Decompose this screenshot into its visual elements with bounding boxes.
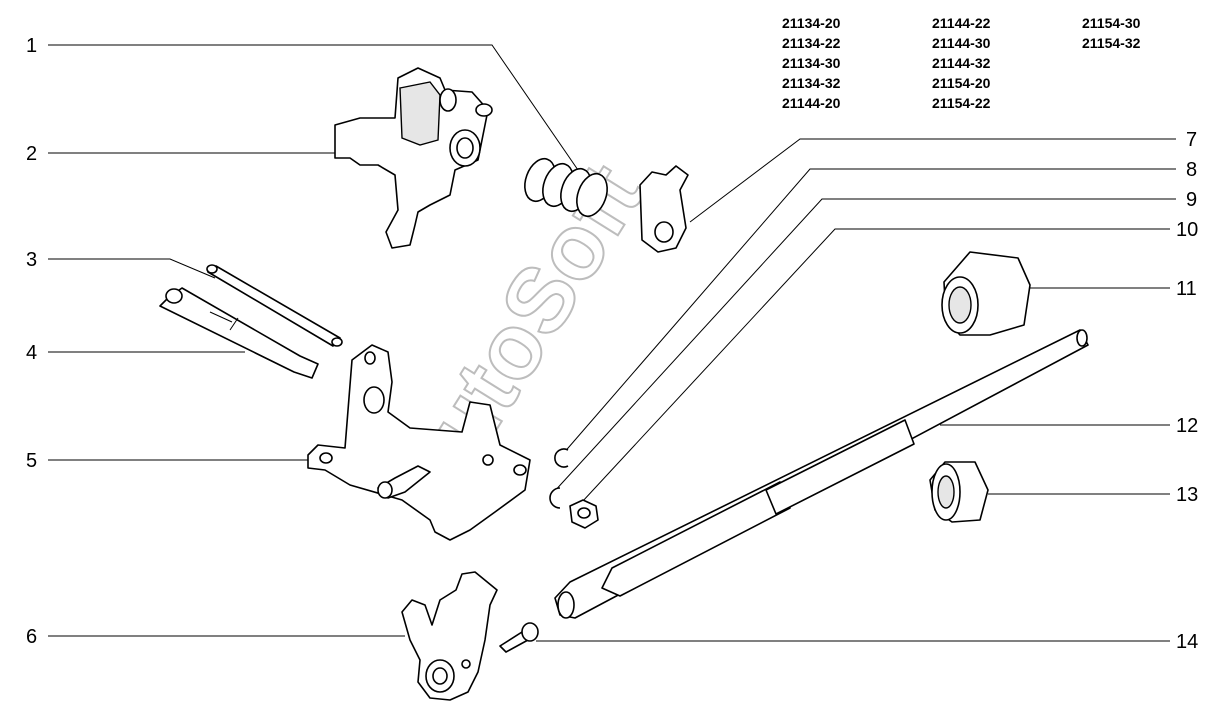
part-long-pin — [206, 264, 343, 347]
part-threaded-pin — [159, 287, 319, 379]
part-screw — [499, 622, 539, 653]
callout-1: 1 — [26, 35, 37, 57]
model-code: 21144-30 — [932, 35, 991, 51]
part-spring — [524, 157, 608, 218]
model-code-col-1: 21134-20 21134-22 21134-30 21134-32 2114… — [782, 15, 841, 111]
model-code: 21134-20 — [782, 15, 841, 31]
model-code-table: 21134-20 21134-22 21134-30 21134-32 2114… — [782, 15, 1141, 111]
model-code: 21154-30 — [1082, 15, 1141, 31]
callout-9: 9 — [1186, 189, 1197, 211]
model-code: 21144-32 — [932, 55, 991, 71]
model-code: 21154-22 — [932, 95, 991, 111]
model-code: 21134-22 — [782, 35, 841, 51]
part-selector-lever — [401, 571, 498, 701]
callout-7: 7 — [1186, 129, 1197, 151]
callouts-left: 1 2 3 4 5 6 — [26, 35, 579, 648]
leader-3 — [48, 258, 216, 279]
part-retaining-clip-2 — [549, 487, 561, 509]
model-code: 21154-32 — [1082, 35, 1141, 51]
model-code: 21134-32 — [782, 75, 841, 91]
leader-10 — [581, 228, 1170, 503]
callout-3: 3 — [26, 249, 37, 271]
leader-8 — [561, 168, 1176, 456]
callout-6: 6 — [26, 626, 37, 648]
model-code: 21144-22 — [932, 15, 991, 31]
callout-5: 5 — [26, 450, 37, 472]
model-code: 21154-20 — [932, 75, 991, 91]
callouts-right: 7 8 9 10 11 12 13 14 — [536, 129, 1198, 653]
leader-1 — [48, 44, 579, 171]
model-code-col-3: 21154-30 21154-32 — [1082, 15, 1141, 51]
part-shaft — [554, 329, 1089, 619]
callout-12: 12 — [1176, 415, 1198, 437]
part-bearing — [929, 461, 989, 523]
part-lock-plate — [639, 165, 689, 253]
callout-8: 8 — [1186, 159, 1197, 181]
part-bushing — [941, 251, 1031, 336]
callout-13: 13 — [1176, 484, 1198, 506]
part-nut — [569, 499, 599, 529]
callout-14: 14 — [1176, 631, 1198, 653]
model-code: 21134-30 — [782, 55, 841, 71]
leader-9 — [551, 198, 1176, 495]
leader-7 — [689, 138, 1176, 223]
callout-10: 10 — [1176, 219, 1198, 241]
model-code: 21144-20 — [782, 95, 841, 111]
callout-4: 4 — [26, 342, 37, 364]
part-lever-bracket — [334, 67, 493, 249]
part-mounting-bracket — [307, 344, 531, 541]
callout-11: 11 — [1176, 278, 1197, 300]
callout-2: 2 — [26, 143, 37, 165]
model-code-col-2: 21144-22 21144-30 21144-32 21154-20 2115… — [932, 15, 991, 111]
part-retaining-clip-1 — [554, 448, 569, 468]
